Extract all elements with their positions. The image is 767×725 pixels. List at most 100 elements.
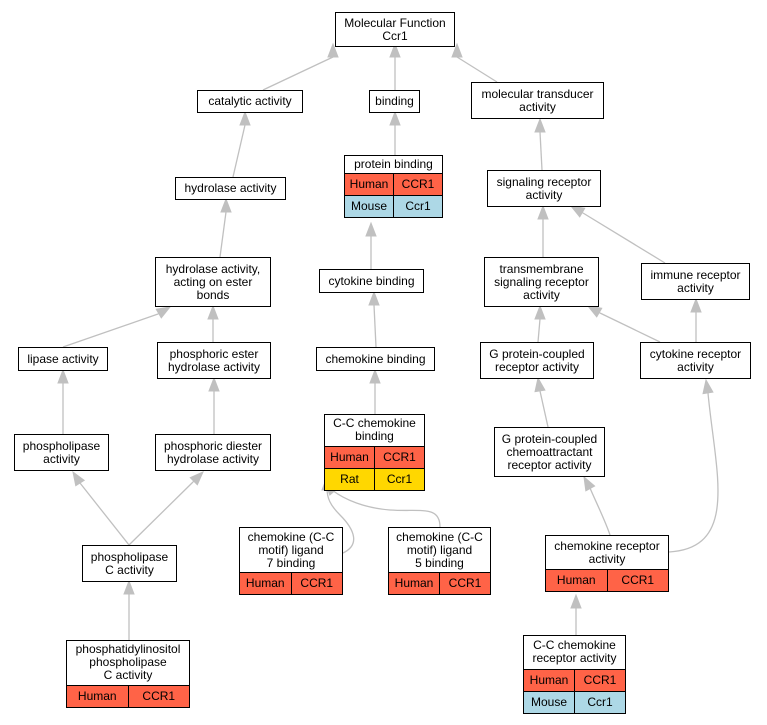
node-label: cytokine binding [328, 273, 415, 288]
node-label: hydrolase activity [184, 181, 277, 195]
edge-chemokine_receptor-to-gpcr_chemo [589, 487, 611, 536]
edge-arrowhead [368, 290, 380, 306]
annotation-row: Human CCR1 [345, 173, 442, 195]
node-catalytic-activity[interactable]: catalytic activity [197, 90, 303, 113]
edge-arrowhead [365, 221, 377, 237]
gene-cell: CCR1 [290, 573, 343, 594]
edge-lipase-to-hydrolase_ester [62, 313, 159, 348]
edge-ccl5-to-cc_chemokine_binding [331, 489, 441, 528]
edge-arrowhead [702, 378, 714, 395]
gene-cell: CCR1 [393, 174, 442, 195]
edge-arrowhead [586, 305, 603, 318]
node-lipase-activity[interactable]: lipase activity [18, 347, 108, 371]
gene-cell: Ccr1 [574, 692, 625, 713]
node-label: Molecular Function Ccr1 [344, 15, 446, 43]
node-label: phosphatidylinositol phospholipase C act… [75, 642, 181, 682]
node-cytokine-receptor-activity[interactable]: cytokine receptor activity [640, 342, 751, 379]
annotation-row: Human CCR1 [546, 569, 668, 591]
edge-arrowhead [369, 368, 381, 384]
node-ccl7-binding[interactable]: chemokine (C-C motif) ligand 7 binding H… [239, 527, 343, 595]
edge-arrowhead [583, 475, 596, 492]
node-binding[interactable]: binding [369, 90, 420, 113]
node-phosphatidylinositol-phospholipase-c[interactable]: phosphatidylinositol phospholipase C act… [66, 640, 190, 708]
gene-cell: Ccr1 [374, 469, 424, 490]
node-signaling-receptor-activity[interactable]: signaling receptor activity [487, 170, 601, 207]
edge-hydrolase_ester-to-hydrolase [219, 211, 227, 258]
edge-arrowhead [534, 117, 546, 133]
node-cc-chemokine-binding[interactable]: C-C chemokine binding Human CCR1 Rat Ccr… [324, 414, 425, 491]
edge-arrowhead [451, 42, 463, 58]
edge-arrowhead [123, 579, 135, 595]
node-label: chemokine binding [325, 351, 426, 366]
node-transmembrane-signaling-receptor[interactable]: transmembrane signaling receptor activit… [484, 257, 599, 307]
gene-cell: Ccr1 [393, 196, 442, 217]
species-cell: Human [330, 450, 369, 464]
edge-chemokine_receptor-to-cytokine_receptor [668, 392, 719, 553]
edge-arrowhead [690, 297, 702, 313]
node-label: cytokine receptor activity [649, 346, 742, 374]
node-ccl5-binding[interactable]: chemokine (C-C motif) ligand 5 binding H… [388, 527, 491, 595]
node-gpcr-chemoattractant-receptor[interactable]: G protein-coupled chemoattractant recept… [494, 427, 605, 477]
node-molecular-function-root[interactable]: Molecular Function Ccr1 [335, 12, 455, 47]
node-label: signaling receptor activity [496, 174, 592, 202]
edge-arrowhead [57, 368, 69, 384]
node-label: phospholipase C activity [90, 549, 169, 577]
edge-arrowhead [570, 593, 582, 609]
node-phosphoric-ester-hydrolase[interactable]: phosphoric ester hydrolase activity [157, 342, 271, 379]
species-cell: Mouse [530, 695, 568, 709]
node-chemokine-receptor-activity[interactable]: chemokine receptor activity Human CCR1 [545, 535, 669, 592]
node-molecular-transducer-activity[interactable]: molecular transducer activity [471, 82, 604, 119]
edge-arrowhead [72, 470, 86, 487]
edge-arrowhead [239, 110, 251, 126]
node-hydrolase-ester-bonds[interactable]: hydrolase activity, acting on ester bond… [155, 257, 271, 307]
edge-arrowhead [220, 197, 232, 213]
node-label: phosphoric ester hydrolase activity [167, 346, 261, 374]
node-immune-receptor-activity[interactable]: immune receptor activity [641, 263, 750, 300]
annotation-row: Mouse Ccr1 [524, 691, 625, 713]
node-cc-chemokine-receptor-activity[interactable]: C-C chemokine receptor activity Human CC… [523, 635, 626, 714]
annotation-row: Rat Ccr1 [325, 468, 424, 490]
node-label: G protein-coupled receptor activity [489, 346, 585, 374]
node-phospholipase-activity[interactable]: phospholipase activity [14, 434, 109, 471]
node-label: chemokine receptor activity [554, 539, 660, 566]
annotation-row: Human CCR1 [389, 572, 490, 594]
gene-cell: CCR1 [574, 670, 625, 691]
node-hydrolase-activity[interactable]: hydrolase activity [175, 177, 286, 200]
node-phospholipase-c-activity[interactable]: phospholipase C activity [82, 545, 177, 582]
edge-gpcr-to-transmembrane [537, 318, 541, 343]
node-label: molecular transducer activity [481, 86, 594, 114]
edge-arrowhead [155, 306, 172, 319]
species-cell: Human [77, 689, 117, 703]
node-g-protein-coupled-receptor[interactable]: G protein-coupled receptor activity [480, 342, 594, 379]
node-label: hydrolase activity, acting on ester bond… [165, 261, 261, 302]
species-cell: Rat [340, 472, 359, 486]
edge-transducer-to-root [456, 56, 498, 83]
edge-ccl7-to-cc_chemokine_binding [326, 487, 355, 554]
species-cell: Human [394, 576, 434, 590]
node-phosphoric-diester-hydrolase[interactable]: phosphoric diester hydrolase activity [155, 434, 271, 471]
edge-arrowhead [189, 471, 204, 486]
node-chemokine-binding[interactable]: chemokine binding [316, 347, 435, 371]
edge-signaling_receptor-to-transducer [539, 131, 543, 171]
node-protein-binding[interactable]: protein binding Human CCR1 Mouse Ccr1 [344, 155, 443, 218]
node-label: chemokine (C-C motif) ligand 5 binding [396, 530, 483, 570]
edge-arrowhead [207, 304, 219, 320]
node-label: C-C chemokine binding [333, 416, 416, 443]
annotation-row: Human CCR1 [325, 446, 424, 468]
node-label: phospholipase activity [22, 438, 101, 466]
edge-catalytic-to-root [262, 56, 334, 91]
species-cell: Mouse [350, 199, 388, 213]
annotation-row: Mouse Ccr1 [345, 195, 442, 217]
annotation-row: Human CCR1 [240, 572, 342, 594]
edge-cytokine_receptor-to-transmembrane [599, 312, 661, 343]
node-label: phosphoric diester hydrolase activity [163, 438, 263, 466]
edge-arrowhead [534, 304, 546, 320]
edge-phospholipase_c-to-phosphoric_diester [128, 481, 194, 546]
node-label: binding [375, 94, 414, 108]
node-label: catalytic activity [208, 94, 292, 108]
node-cytokine-binding[interactable]: cytokine binding [319, 269, 424, 293]
node-label: lipase activity [27, 351, 99, 366]
node-label: C-C chemokine receptor activity [532, 638, 617, 665]
